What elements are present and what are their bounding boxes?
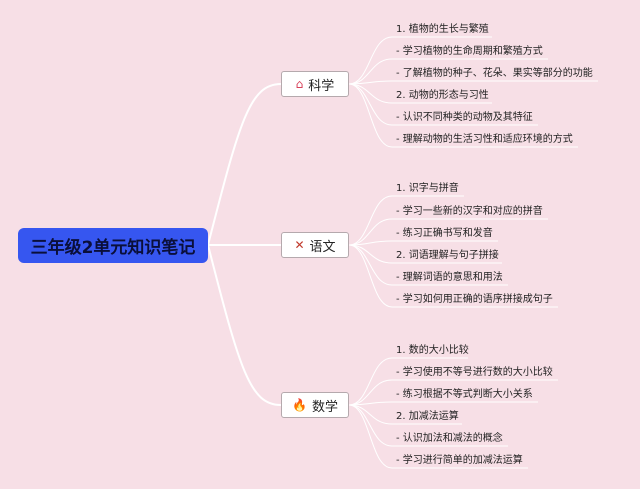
leaf-underlines-math (392, 357, 558, 469)
leaf-math-4[interactable]: 2. 加减法运算 (396, 411, 459, 422)
leaf-science-2[interactable]: - 学习植物的生命周期和繁殖方式 (396, 46, 543, 57)
branch-label-science: 科学 (308, 78, 335, 94)
leaf-math-2[interactable]: - 学习使用不等号进行数的大小比较 (396, 367, 553, 378)
branch-chinese[interactable]: ✕ 语文 (281, 232, 349, 258)
tools-icon: ✕ (294, 238, 305, 252)
branch-label-chinese: 语文 (309, 239, 336, 255)
leaf-math-3[interactable]: - 练习根据不等式判断大小关系 (396, 389, 533, 400)
leaf-math-6[interactable]: - 学习进行简单的加减法运算 (396, 455, 523, 466)
leaf-math-5[interactable]: - 认识加法和减法的概念 (396, 433, 503, 444)
leaf-chinese-6[interactable]: - 学习如何用正确的语序拼接成句子 (396, 294, 553, 305)
connectors-science (348, 36, 393, 148)
connector-root-math (207, 244, 282, 406)
branch-science[interactable]: ⌂ 科学 (281, 71, 349, 97)
leaf-science-4[interactable]: 2. 动物的形态与习性 (396, 90, 489, 101)
connector-root-science (207, 83, 282, 246)
root-node[interactable]: 三年级2单元知识笔记 (18, 228, 208, 263)
branch-label-math: 数学 (311, 399, 338, 415)
root-label: 三年级2单元知识笔记 (30, 238, 196, 258)
connectors-math (348, 357, 393, 469)
connectors-chinese (348, 195, 393, 308)
leaf-chinese-5[interactable]: - 理解词语的意思和用法 (396, 272, 503, 283)
leaf-science-6[interactable]: - 理解动物的生活习性和适应环境的方式 (396, 134, 573, 145)
leaf-math-1[interactable]: 1. 数的大小比较 (396, 345, 469, 356)
branch-math[interactable]: 🔥 数学 (281, 392, 349, 418)
leaf-chinese-3[interactable]: - 练习正确书写和发音 (396, 228, 493, 239)
leaf-chinese-4[interactable]: 2. 词语理解与句子拼接 (396, 250, 499, 261)
flame-icon: 🔥 (292, 398, 307, 412)
leaf-chinese-2[interactable]: - 学习一些新的汉字和对应的拼音 (396, 206, 543, 217)
leaf-science-3[interactable]: - 了解植物的种子、花朵、果实等部分的功能 (396, 68, 593, 79)
leaf-underlines-science (392, 36, 598, 148)
leaf-underlines-chinese (392, 195, 558, 308)
leaf-science-5[interactable]: - 认识不同种类的动物及其特征 (396, 112, 533, 123)
leaf-chinese-1[interactable]: 1. 识字与拼音 (396, 183, 459, 194)
leaf-science-1[interactable]: 1. 植物的生长与繁殖 (396, 24, 489, 35)
house-icon: ⌂ (295, 77, 304, 91)
